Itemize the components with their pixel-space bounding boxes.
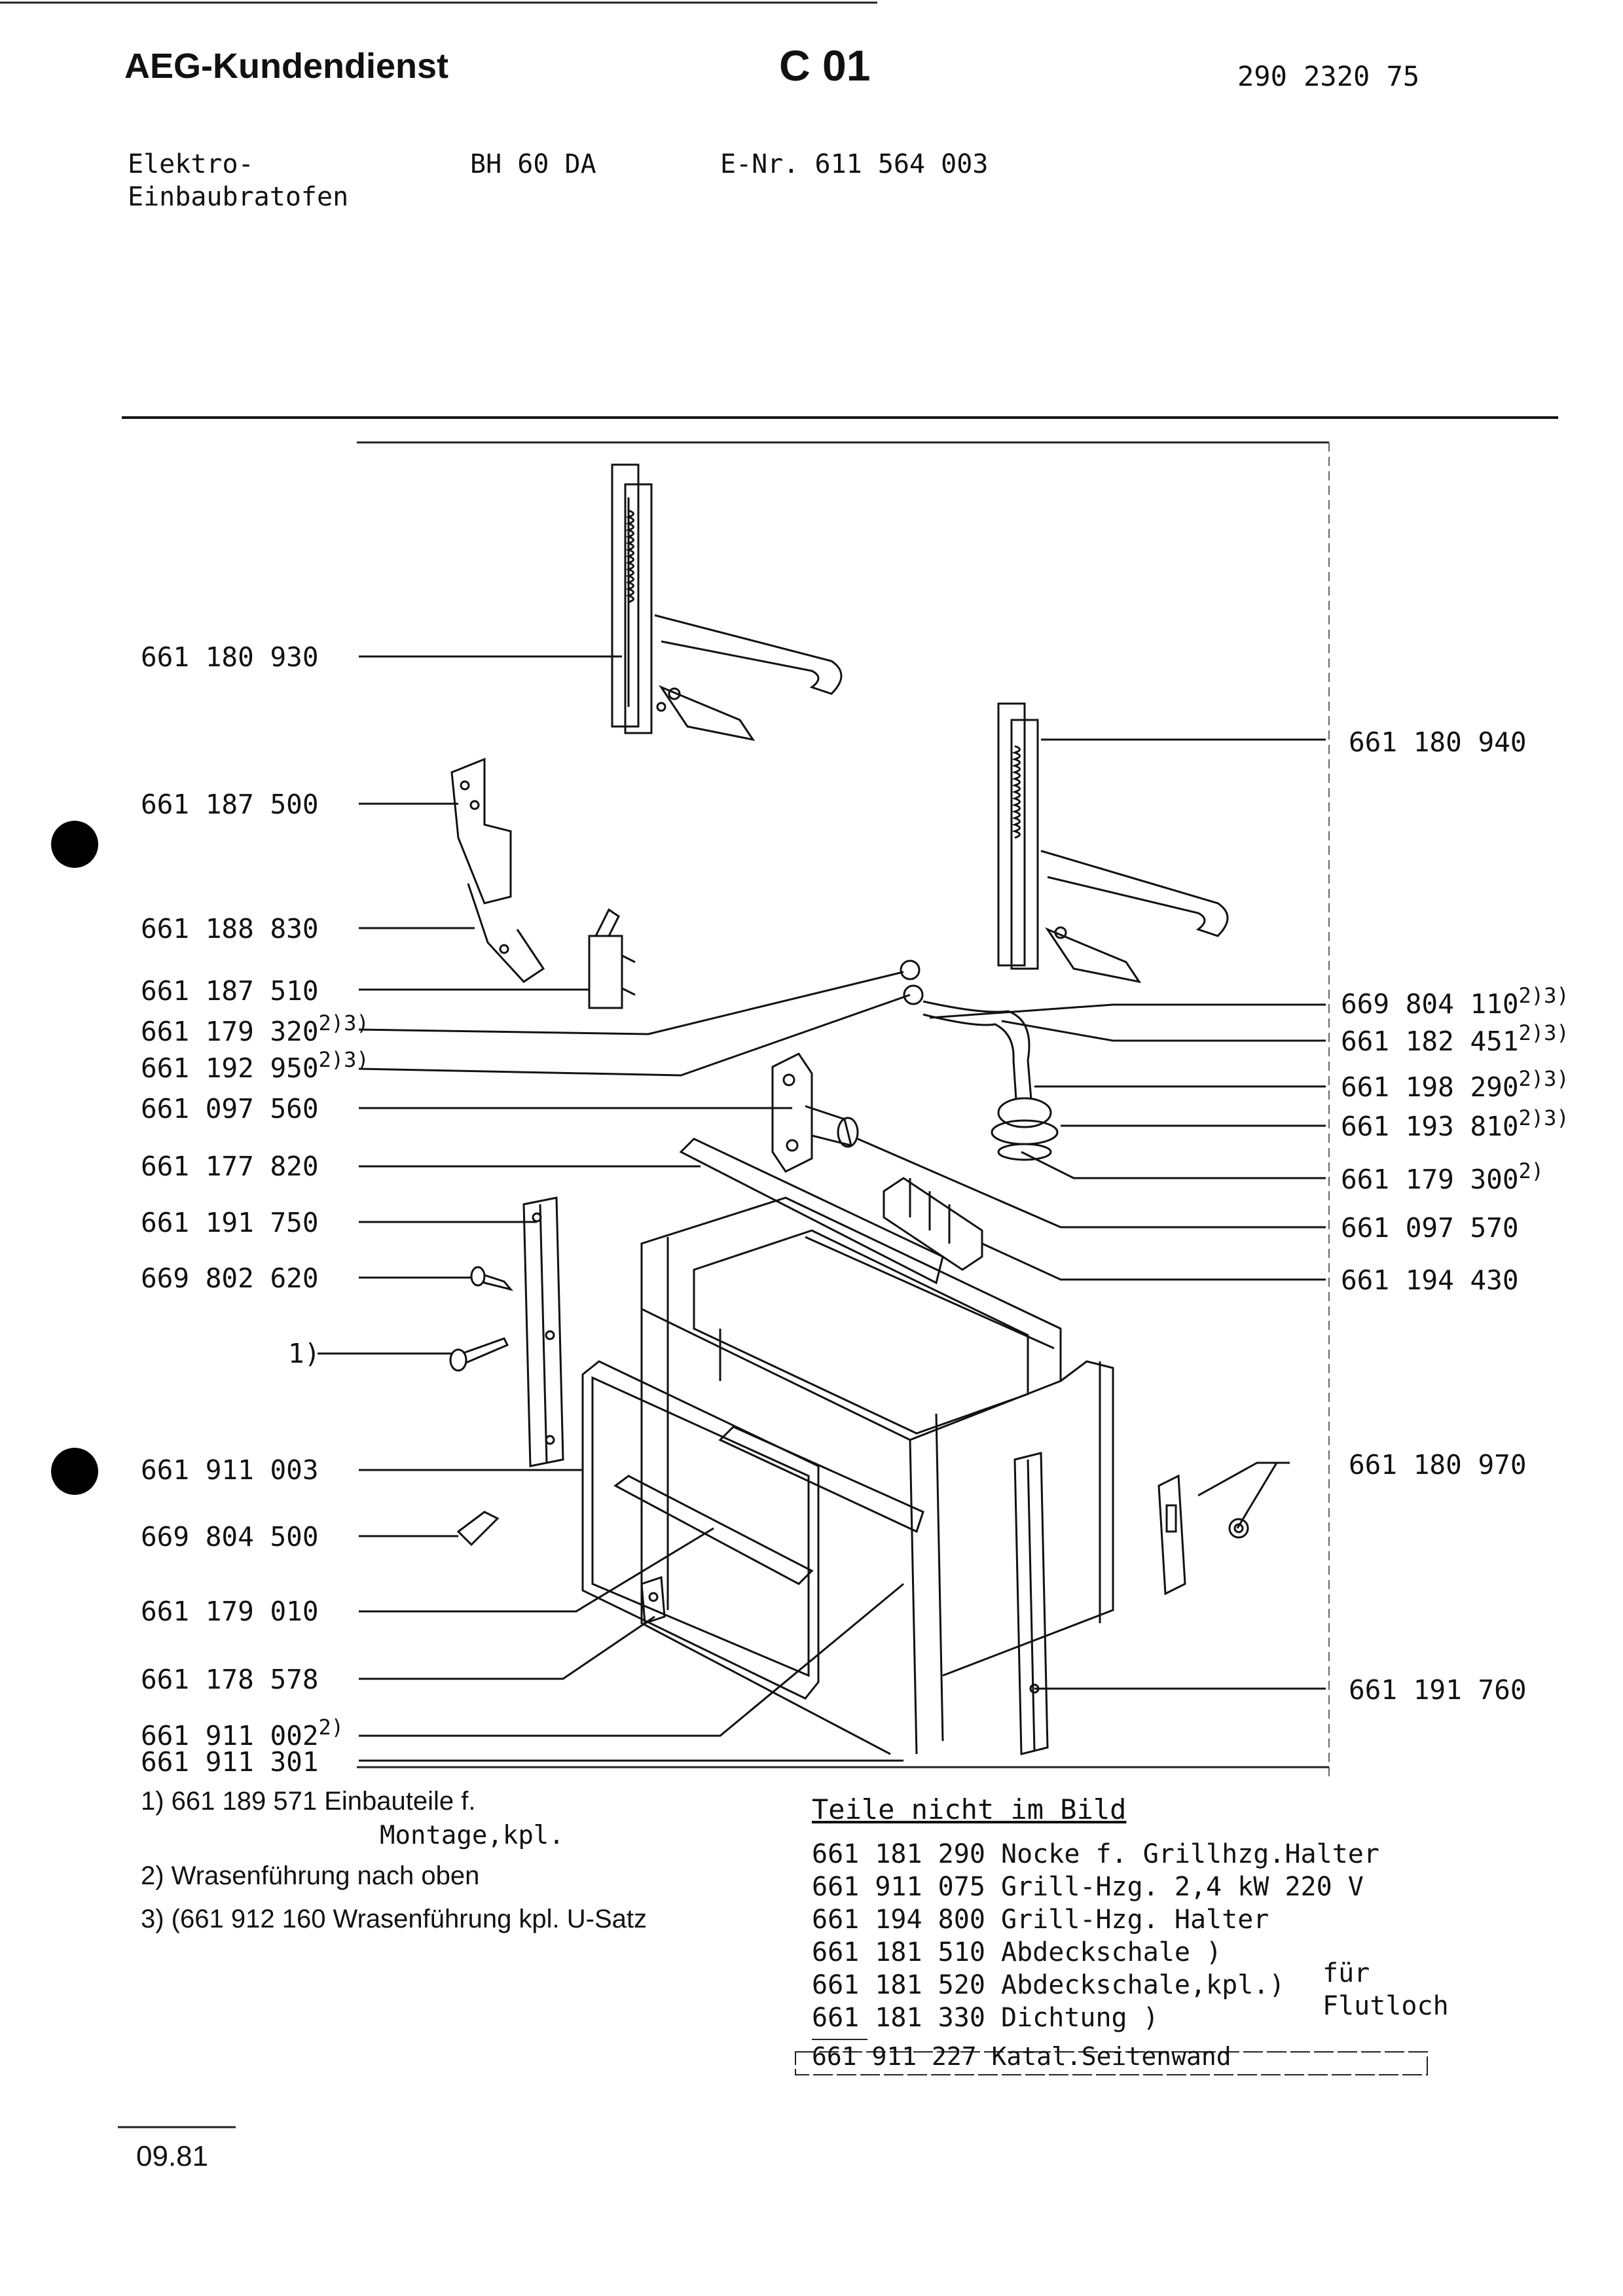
not-in-picture-row: 661 181 510 Abdeckschale ) [812, 1937, 1222, 1967]
part-label-left: 661 179 010 [141, 1596, 319, 1627]
part-label-left: 1) [288, 1338, 321, 1369]
part-label-left: 661 188 830 [141, 913, 319, 944]
part-label-left: 661 911 0022) [141, 1715, 344, 1751]
part-label-right: 661 180 970 [1349, 1449, 1527, 1480]
switch-drawing [588, 908, 636, 1009]
part-label-left: 669 802 620 [141, 1263, 319, 1294]
device-type-line1: Elektro- [128, 149, 254, 179]
leader-lines-right [857, 738, 1326, 1690]
device-type-line2: Einbaubratofen [128, 182, 349, 212]
part-label-right: 661 194 430 [1341, 1265, 1519, 1296]
rail-left-drawing [522, 1196, 564, 1467]
part-label-right: 661 191 760 [1349, 1674, 1527, 1706]
footer-date: 09.81 [136, 2140, 209, 2172]
flutloch-label: Flutloch [1322, 1991, 1449, 2021]
part-label-right: 661 179 3002) [1341, 1158, 1544, 1195]
part-label-right: 661 182 4512)3) [1341, 1020, 1569, 1057]
bracket-drawing [450, 757, 545, 983]
punch-hole-mark [51, 821, 98, 868]
footnote-1-line2: Montage,kpl. [380, 1821, 564, 1850]
not-in-picture-row: 661 181 520 Abdeckschale,kpl.) [812, 1970, 1285, 2000]
not-in-picture-row: 661 194 800 Grill-Hzg. Halter [812, 1905, 1269, 1935]
leader-lines-left [318, 655, 911, 1762]
part-label-left: 669 804 500 [141, 1521, 319, 1552]
part-label-left: 661 180 930 [141, 641, 319, 673]
not-in-picture-row: 661 181 290 Nocke f. Grillhzg.Halter [812, 1839, 1379, 1869]
not-in-picture-row: 661 181 330 Dichtung ) [812, 2003, 1159, 2033]
footnote-1-line1: 1) 661 189 571 Einbauteile f. [141, 1787, 476, 1816]
part-label-right: 661 193 8102)3) [1341, 1105, 1569, 1142]
part-label-left: 661 911 003 [141, 1454, 319, 1486]
part-label-left: 661 911 301 [141, 1746, 319, 1778]
vapour-pipe-drawing [900, 960, 1059, 1161]
part-label-left: 661 192 9502)3) [141, 1047, 369, 1084]
part-label-right: 661 097 570 [1341, 1212, 1519, 1244]
footnote-2: 2) Wrasenführung nach oben [141, 1861, 480, 1890]
part-label-left: 661 178 578 [141, 1664, 319, 1695]
part-label-right: 661 198 2902)3) [1341, 1066, 1569, 1103]
lamp-holder-drawing [771, 1052, 859, 1173]
part-label-left: 661 187 510 [141, 975, 319, 1007]
brand-title: AEG-Kundendienst [124, 46, 448, 86]
device-e-number: E-Nr. 611 564 003 [720, 149, 989, 179]
not-in-picture-title: Teile nicht im Bild [812, 1793, 1127, 1825]
not-in-picture-row-boxed: 661 911 227 Katal.Seitenwand [812, 2042, 1231, 2071]
device-model: BH 60 DA [470, 149, 596, 179]
not-in-picture-row: 661 911 075 Grill-Hzg. 2,4 kW 220 V [812, 1872, 1364, 1902]
fuer-label: für [1322, 1958, 1370, 1988]
document-number: 290 2320 75 [1237, 60, 1420, 92]
part-label-left: 661 177 820 [141, 1151, 319, 1182]
punch-hole-mark [51, 1448, 98, 1495]
part-label-left: 661 187 500 [141, 789, 319, 820]
hinge-right-drawing [997, 702, 1229, 984]
footnote-3: 3) (661 912 160 Wrasenführung kpl. U-Sat… [141, 1905, 647, 1933]
page-code: C 01 [779, 41, 871, 90]
door-seal-drawing [581, 1360, 924, 1700]
terminal-block-drawing [883, 1177, 983, 1271]
hinge-left-drawing [611, 463, 843, 742]
clip-drawing [640, 1575, 666, 1625]
part-label-left: 661 179 3202)3) [141, 1011, 369, 1047]
oven-muffle-drawing [640, 1138, 1114, 1755]
rail-right-drawing [1013, 1452, 1049, 1755]
part-label-right: 669 804 1102)3) [1341, 983, 1569, 1020]
part-label-left: 661 191 750 [141, 1207, 319, 1238]
part-label-right: 661 180 940 [1349, 726, 1527, 758]
latch-drawing [1158, 1474, 1249, 1596]
screws-drawing [449, 1266, 514, 1547]
part-label-left: 661 097 560 [141, 1093, 319, 1124]
